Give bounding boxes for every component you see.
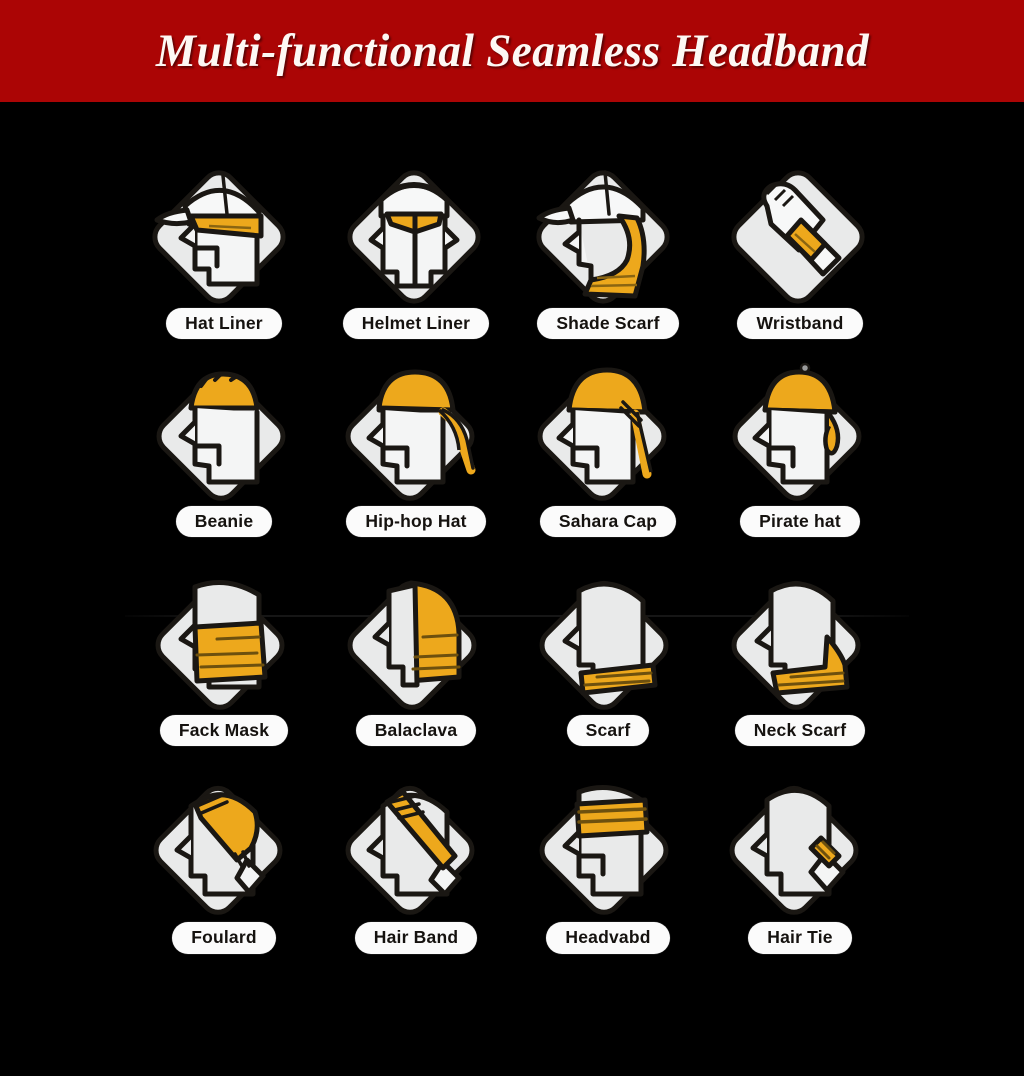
icon-grid: Hat Liner (0, 154, 1024, 1076)
item-label: Hair Tie (748, 922, 852, 954)
head-with-neck-scarf-icon (715, 561, 885, 711)
head-with-beanie-icon (139, 352, 309, 502)
grid-item-hair-band[interactable]: Hair Band (320, 768, 512, 954)
grid-item-hat-liner[interactable]: Hat Liner (128, 154, 320, 340)
page-title: Multi-functional Seamless Headband (155, 25, 869, 77)
head-with-hair-tie-icon (715, 768, 885, 918)
grid-item-beanie[interactable]: Beanie (128, 352, 320, 538)
grid-item-fack-mask[interactable]: Fack Mask (128, 561, 320, 747)
head-with-balaclava-icon (331, 561, 501, 711)
item-label: Pirate hat (740, 506, 860, 538)
grid-item-scarf[interactable]: Scarf (512, 561, 704, 747)
head-with-hair-band-icon (331, 768, 501, 918)
item-label: Hair Band (354, 922, 478, 954)
item-label: Neck Scarf (734, 715, 866, 747)
item-label: Hip-hop Hat (346, 506, 486, 538)
head-with-sahara-cap-tails-icon (523, 352, 693, 502)
item-label: Wristband (737, 308, 863, 340)
head-with-hiphop-cap-tails-icon (331, 352, 501, 502)
grid-row: Hat Liner (0, 154, 1024, 340)
head-with-scarf-icon (523, 561, 693, 711)
head-with-helmet-and-band-icon (331, 154, 501, 304)
grid-item-pirate-hat[interactable]: Pirate hat (704, 352, 896, 538)
item-label: Foulard (172, 922, 276, 954)
fist-forearm-with-band-icon (715, 154, 885, 304)
item-label: Headvabd (546, 922, 670, 954)
head-with-headband-icon (523, 768, 693, 918)
item-label: Hat Liner (166, 308, 282, 340)
grid-item-neck-scarf[interactable]: Neck Scarf (704, 561, 896, 747)
grid-item-balaclava[interactable]: Balaclava (320, 561, 512, 747)
item-label: Balaclava (355, 715, 477, 747)
item-label: Scarf (566, 715, 650, 747)
grid-row: Beanie (0, 352, 1024, 538)
item-label: Shade Scarf (537, 308, 679, 340)
grid-row: Fack Mask (0, 561, 1024, 747)
section-divider (125, 615, 909, 617)
head-with-pirate-hat-knot-icon (715, 352, 885, 502)
item-label: Beanie (175, 506, 273, 538)
grid-item-shade-scarf[interactable]: Shade Scarf (512, 154, 704, 340)
head-with-cap-and-band-icon (139, 154, 309, 304)
head-with-foulard-icon (139, 768, 309, 918)
head-with-cap-and-neck-drape-icon (523, 154, 693, 304)
grid-item-hair-tie[interactable]: Hair Tie (704, 768, 896, 954)
grid-item-hip-hop-hat[interactable]: Hip-hop Hat (320, 352, 512, 538)
grid-item-headvabd[interactable]: Headvabd (512, 768, 704, 954)
grid-row: Foulard (0, 768, 1024, 954)
grid-item-helmet-liner[interactable]: Helmet Liner (320, 154, 512, 340)
grid-item-wristband[interactable]: Wristband (704, 154, 896, 340)
item-label: Fack Mask (159, 715, 289, 747)
grid-item-foulard[interactable]: Foulard (128, 768, 320, 954)
header-banner: Multi-functional Seamless Headband (0, 0, 1024, 102)
grid-item-sahara-cap[interactable]: Sahara Cap (512, 352, 704, 538)
item-label: Sahara Cap (539, 506, 677, 538)
item-label: Helmet Liner (342, 308, 490, 340)
head-with-face-mask-icon (139, 561, 309, 711)
